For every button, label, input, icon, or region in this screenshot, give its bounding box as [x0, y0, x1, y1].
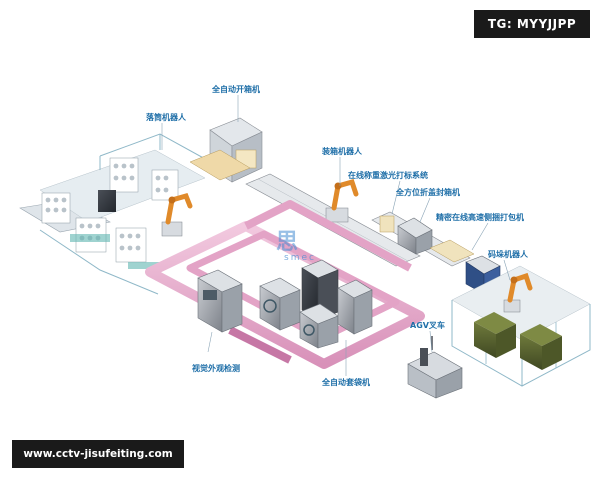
label-palletizing-robot: 码垛机器人 — [488, 250, 528, 259]
left-spool-area — [19, 133, 219, 295]
label-omni-fold-sealer: 全方位折盖封箱机 — [396, 188, 460, 197]
label-precision-strapper: 精密在线高速侧捆打包机 — [436, 213, 524, 222]
label-unloading-robot: 落筒机器人 — [146, 113, 186, 122]
label-visual-inspection: 视觉外观检测 — [192, 364, 240, 373]
unloading-robot — [161, 192, 193, 237]
boxing-robot — [325, 178, 359, 223]
visual-inspection-cabinet — [197, 269, 243, 333]
watermark-logo-text: 思 — [276, 230, 300, 255]
label-online-weigh-laser: 在线称重激光打标系统 — [348, 171, 428, 180]
palletizing-area — [451, 265, 591, 387]
website-url-badge: www.cctv-jisufeiting.com — [12, 440, 184, 468]
label-agv-forklift: AGV叉车 — [410, 321, 445, 330]
label-boxing-robot: 装箱机器人 — [322, 147, 362, 156]
auto-box-opener — [189, 117, 263, 183]
watermark-logo-subtext: smec — [284, 253, 316, 263]
agv-forklift — [407, 336, 463, 399]
label-auto-bagging: 全自动套袋机 — [322, 378, 370, 387]
auto-bagging-machines — [259, 259, 373, 349]
label-auto-box-opener: 全自动开箱机 — [212, 85, 260, 94]
leader-lines — [161, 95, 511, 376]
tg-contact-badge: TG: MYYJJPP — [474, 10, 590, 38]
